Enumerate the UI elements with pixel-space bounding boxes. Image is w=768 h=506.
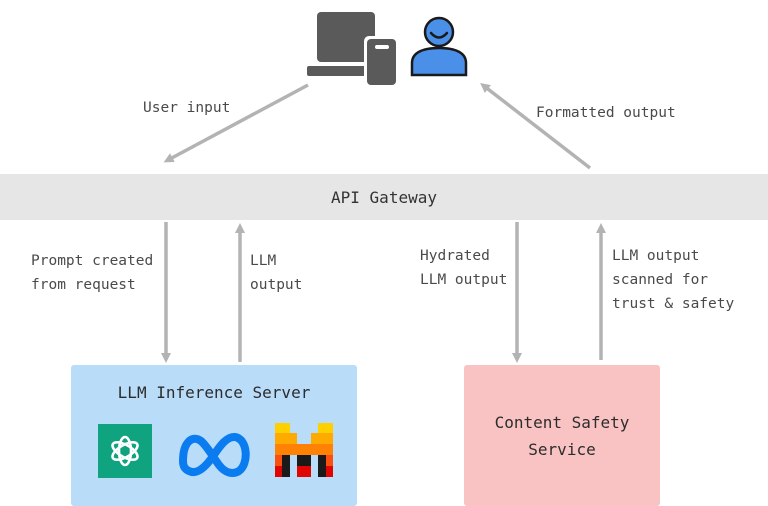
meta-logo-icon [179, 433, 250, 477]
device-icon [307, 12, 399, 88]
user-icon [410, 16, 468, 77]
mistral-logo-icon [275, 423, 333, 477]
llm-inference-server-title: LLM Inference Server [117, 383, 311, 402]
label-scanned-output: LLM output scanned for trust & safety [612, 248, 735, 312]
api-gateway: API Gateway [0, 174, 768, 220]
api-gateway-label: API Gateway [331, 187, 437, 207]
label-user-input: User input [143, 100, 231, 116]
openai-logo-icon [98, 424, 152, 478]
llm-inference-server: LLM Inference Server [71, 365, 357, 506]
arrow-formatted-output [480, 82, 592, 170]
label-llm-output: LLM output [250, 253, 303, 293]
content-safety-service-title: Content Safety Service [494, 413, 630, 459]
label-prompt-created: Prompt created from request [31, 253, 154, 293]
arrow-user-input [163, 83, 309, 163]
label-hydrated-output: Hydrated LLM output [420, 248, 508, 288]
label-formatted-output: Formatted output [536, 105, 676, 121]
content-safety-service: Content Safety Service [464, 365, 660, 506]
